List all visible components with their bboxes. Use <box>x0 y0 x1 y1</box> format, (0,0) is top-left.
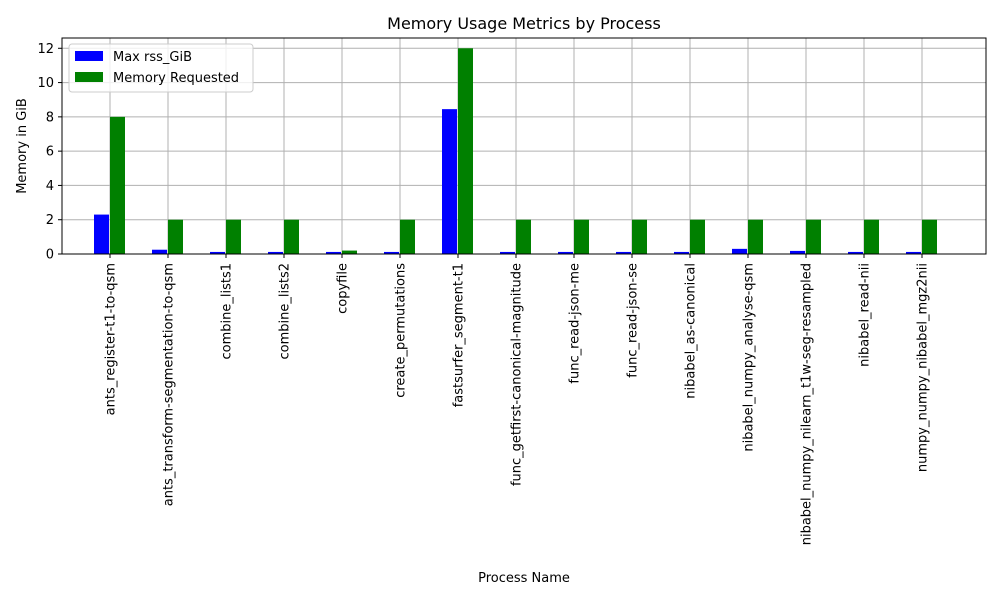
bar-max-rss <box>616 251 631 254</box>
bar-memory-requested <box>284 219 299 254</box>
y-tick-label: 4 <box>46 179 54 194</box>
y-tick-label: 8 <box>46 110 54 125</box>
bar-memory-requested <box>458 48 473 255</box>
x-tick-label: nibabel_read-nii <box>858 263 873 367</box>
bar-memory-requested <box>748 219 763 254</box>
y-tick-label: 12 <box>37 42 54 57</box>
x-tick-label: combine_lists2 <box>278 263 293 360</box>
y-tick-label: 6 <box>46 145 54 160</box>
y-axis: 0 2 4 6 8 10 12 <box>37 42 62 263</box>
x-tick-label: copyfile <box>336 263 351 314</box>
x-tick-label: nibabel_numpy_nilearn_t1w-seg-resampled <box>800 263 815 545</box>
legend-box <box>68 43 254 93</box>
x-tick-label: func_read-json-se <box>626 263 641 378</box>
bar-memory-requested <box>226 219 241 254</box>
bar-max-rss <box>790 250 805 254</box>
legend-swatch <box>75 51 103 61</box>
bar-max-rss <box>442 109 457 255</box>
bar-memory-requested <box>864 219 879 254</box>
bar-max-rss <box>210 251 225 254</box>
x-axis: ants_register-t1-to-qsm ants_transform-se… <box>104 254 931 545</box>
bar-memory-requested <box>690 219 705 254</box>
bar-max-rss <box>906 251 921 254</box>
bar-memory-requested <box>110 116 125 254</box>
y-tick-label: 10 <box>37 76 54 91</box>
bar-memory-requested <box>168 219 183 254</box>
x-tick-label: nibabel_as-canonical <box>684 263 699 399</box>
legend: Max rss_GiB Memory Requested <box>68 43 254 93</box>
x-tick-label: create_permutations <box>394 263 409 398</box>
x-tick-label: ants_transform-segmentation-to-qsm <box>162 263 177 506</box>
y-tick-label: 0 <box>46 248 54 263</box>
bar-memory-requested <box>400 219 415 254</box>
chart-title: Memory Usage Metrics by Process <box>387 14 661 33</box>
bar-memory-requested <box>574 219 589 254</box>
bar-memory-requested <box>806 219 821 254</box>
bar-max-rss <box>326 251 341 254</box>
legend-label: Max rss_GiB <box>113 50 192 65</box>
x-tick-label: nibabel_numpy_analyse-qsm <box>742 263 757 452</box>
y-tick-label: 2 <box>46 213 54 228</box>
bar-memory-requested <box>516 219 531 254</box>
legend-label: Memory Requested <box>113 71 239 86</box>
y-axis-label: Memory in GiB <box>15 98 30 194</box>
bar-max-rss <box>674 251 689 254</box>
plot-frame <box>61 37 987 255</box>
x-tick-label: numpy_numpy_nibabel_mgz2nii <box>916 263 931 472</box>
x-tick-label: fastsurfer_segment-t1 <box>452 263 467 407</box>
bar-max-rss <box>94 214 109 254</box>
x-tick-label: ants_register-t1-to-qsm <box>104 263 119 415</box>
bar-max-rss <box>500 251 515 254</box>
bar-max-rss <box>384 251 399 254</box>
x-tick-label: func_read-json-me <box>568 263 583 384</box>
x-tick-label: func_getfirst-canonical-magnitude <box>510 263 525 486</box>
x-axis-label: Process Name <box>478 571 570 586</box>
x-tick-label: combine_lists1 <box>220 263 235 360</box>
legend-swatch <box>75 72 103 82</box>
bars <box>94 48 937 255</box>
bar-memory-requested <box>342 250 357 254</box>
bar-max-rss <box>152 249 167 254</box>
bar-memory-requested <box>632 219 647 254</box>
bar-max-rss <box>558 251 573 254</box>
bar-max-rss <box>848 251 863 254</box>
bar-memory-requested <box>922 219 937 254</box>
bar-max-rss <box>732 248 747 254</box>
bar-max-rss <box>268 251 283 254</box>
